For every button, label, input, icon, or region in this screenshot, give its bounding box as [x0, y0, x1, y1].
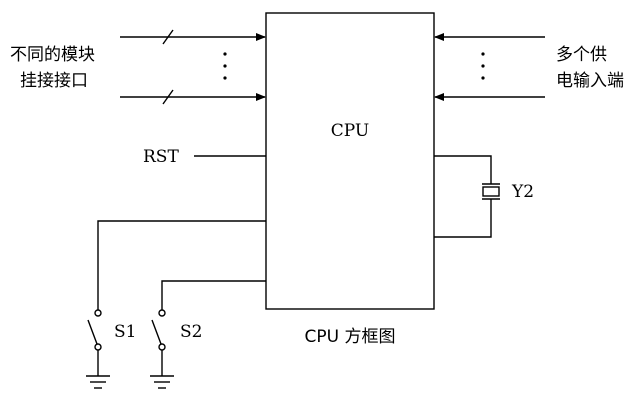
right-power-label-line2: 电输入端: [556, 71, 624, 91]
cpu-box: [265, 12, 435, 310]
left-interface-label-line2: 挂接接口: [20, 71, 88, 91]
s2-contact-bottom: [158, 343, 166, 351]
s2-wire: [161, 280, 266, 310]
s1-contact-bottom: [94, 343, 102, 351]
s1-lever: [87, 319, 98, 345]
s2-lever: [151, 319, 162, 345]
s1-ground-icon: [86, 375, 110, 389]
left-ellipsis-dots: [223, 52, 227, 80]
right-ellipsis-dots: [481, 52, 485, 80]
switch2-label: S2: [180, 322, 202, 342]
s2-contact-top: [158, 309, 166, 317]
crystal-label: Y2: [511, 182, 534, 202]
crystal-wire-bottom: [434, 199, 492, 238]
left-interface-label-line1: 不同的模块: [10, 45, 95, 65]
diagram-caption: CPU 方框图: [305, 327, 396, 347]
right-power-label-line1: 多个供: [556, 45, 607, 65]
left-bus-slash-top: [162, 29, 174, 45]
left-bus-slash-bottom: [162, 89, 174, 105]
s1-contact-top: [94, 309, 102, 317]
crystal-body: [482, 186, 500, 197]
switch1-label: S1: [114, 322, 136, 342]
rst-label: RST: [143, 147, 179, 167]
crystal-wire-top: [434, 155, 492, 184]
cpu-label: CPU: [331, 121, 369, 141]
s1-wire: [97, 220, 266, 310]
s2-ground-icon: [150, 375, 174, 389]
